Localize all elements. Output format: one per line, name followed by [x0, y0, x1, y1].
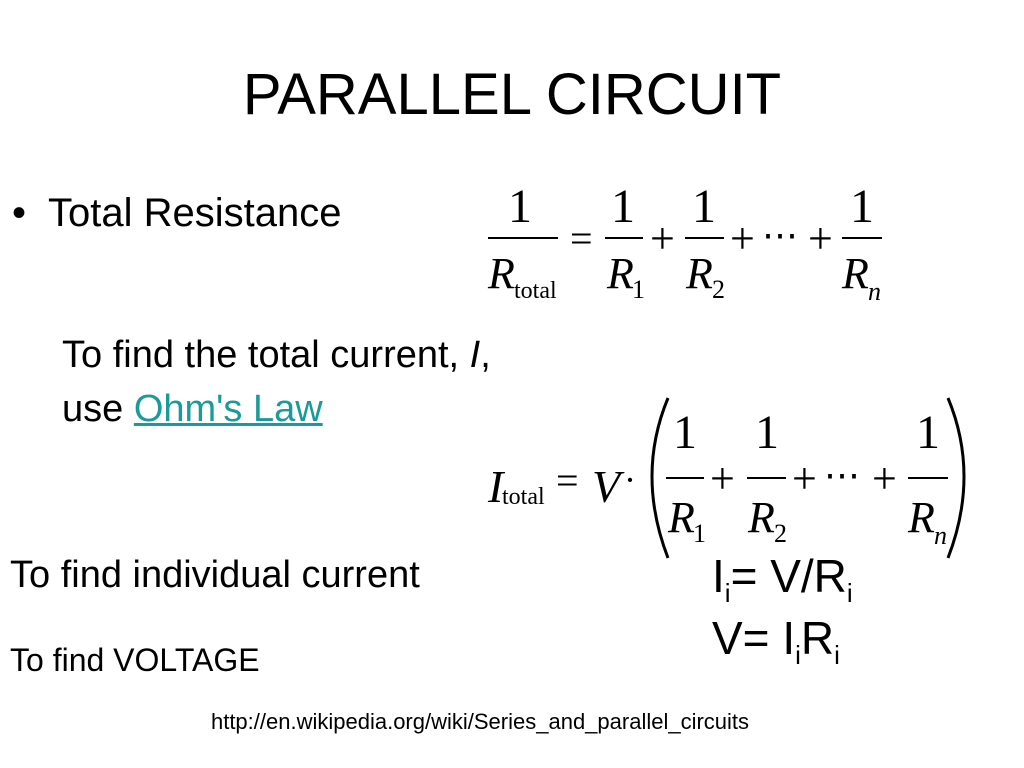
ohms-law-line: use Ohm's Law — [62, 386, 323, 432]
plus-sign-1: + — [650, 214, 675, 263]
current-ellipsis: ⋯ — [824, 455, 860, 495]
total-current-text: To find the total current, — [62, 334, 470, 376]
current-termn-numerator: 1 — [916, 406, 940, 459]
current-term2-numerator: 1 — [755, 406, 779, 459]
current-term1-subscript: 1 — [693, 519, 706, 548]
termn-denominator: R — [841, 249, 869, 298]
current-plus-1: + — [710, 454, 735, 503]
slide-title: PARALLEL CIRCUIT — [242, 62, 782, 127]
current-line-comma: , — [480, 334, 491, 376]
equals-sign: = — [570, 216, 593, 261]
eq2-current-subscript: i — [795, 640, 801, 670]
plus-sign-2: + — [730, 214, 755, 263]
eq2-resistance: R — [800, 612, 835, 664]
term2-numerator: 1 — [692, 180, 716, 233]
current-lhs-subscript: total — [502, 484, 545, 510]
current-formula: I total = V · 1 R 1 + 1 R 2 + ⋯ + 1 R n — [487, 397, 966, 559]
right-paren — [946, 397, 966, 559]
eq1-rhs: = V/R — [730, 550, 847, 602]
current-term2-denominator: R — [747, 493, 775, 542]
current-term1-denominator: R — [667, 493, 695, 542]
voltage-symbol: V — [592, 461, 625, 512]
individual-current-label: To find individual current — [10, 554, 420, 596]
current-termn-denominator: R — [907, 493, 935, 542]
lhs-denominator: R — [487, 249, 515, 298]
ellipsis: ⋯ — [762, 215, 798, 255]
bullet-dot: • — [12, 191, 27, 235]
current-equals: = — [556, 458, 579, 503]
individual-current-equation: Ii= V/Ri — [712, 550, 853, 606]
bullet-text: Total Resistance — [48, 191, 342, 235]
resistance-formula: 1 R total = 1 R 1 + 1 R 2 + ⋯ + 1 R n — [487, 180, 882, 306]
lhs-numerator: 1 — [508, 180, 532, 233]
plus-sign-3: + — [808, 214, 833, 263]
lhs-subscript: total — [514, 278, 557, 304]
current-variable: I — [469, 334, 481, 376]
term1-numerator: 1 — [611, 180, 635, 233]
current-term2-subscript: 2 — [774, 519, 787, 548]
left-paren — [650, 397, 670, 559]
current-termn-subscript: n — [934, 521, 947, 550]
eq2-resistance-subscript: i — [834, 640, 840, 670]
term1-subscript: 1 — [632, 275, 645, 304]
termn-numerator: 1 — [850, 180, 874, 233]
term1-denominator: R — [606, 249, 634, 298]
voltage-label: To find VOLTAGE — [10, 642, 260, 678]
use-text: use — [62, 388, 134, 430]
voltage-equation: V= IiRi — [712, 612, 840, 668]
ohms-law-link[interactable]: Ohm's Law — [133, 388, 323, 430]
term2-denominator: R — [685, 249, 713, 298]
bullet-total-resistance: • Total Resistance — [12, 190, 341, 236]
current-plus-2: + — [792, 454, 817, 503]
eq1-current: I — [712, 550, 725, 602]
term2-subscript: 2 — [712, 275, 725, 304]
current-plus-3: + — [872, 454, 897, 503]
eq1-resistance-subscript: i — [846, 578, 853, 608]
termn-subscript: n — [868, 277, 881, 306]
multiply-dot: · — [624, 460, 636, 500]
source-url[interactable]: http://en.wikipedia.org/wiki/Series_and_… — [210, 709, 750, 734]
current-lhs: I — [487, 461, 506, 512]
total-current-line: To find the total current, I, — [62, 332, 491, 378]
eq1-current-subscript: i — [724, 578, 731, 608]
eq2-voltage: V= I — [712, 612, 796, 664]
current-term1-numerator: 1 — [673, 406, 697, 459]
